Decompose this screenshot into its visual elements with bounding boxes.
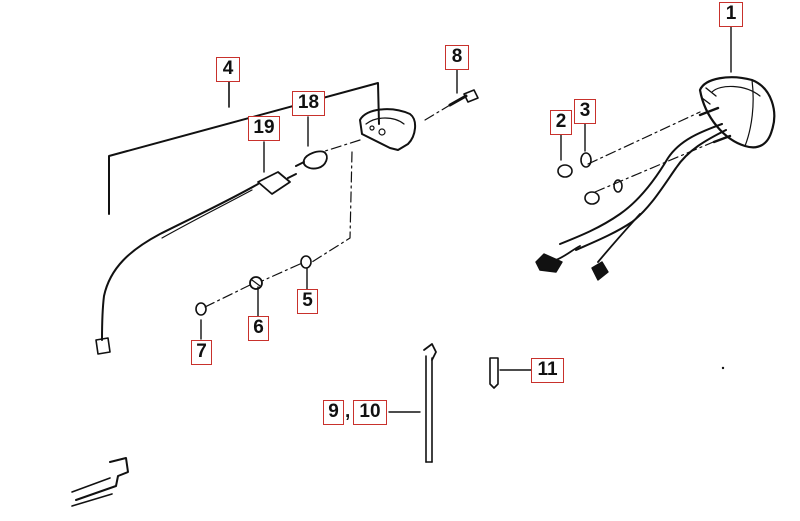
- callout-11: 11: [531, 358, 564, 383]
- callout-9-10-separator: ,: [345, 401, 351, 422]
- nut-part-2: [557, 164, 600, 205]
- callout-2: 2: [550, 110, 572, 135]
- screw-part-8: [448, 89, 479, 107]
- cable-tie-part-9-10: [423, 343, 437, 463]
- lock-washer-part-6: [249, 276, 263, 290]
- callout-9: 9: [323, 400, 344, 425]
- clip-part-11: [489, 357, 499, 389]
- assembly-bracket-4: [108, 79, 380, 215]
- leader-lines: [200, 25, 732, 413]
- nut-part-7: [195, 302, 207, 316]
- socket-lead-part-19: [95, 171, 297, 355]
- bulb-part-18: [295, 150, 328, 170]
- callout-1: 1: [719, 2, 743, 27]
- callout-7: 7: [191, 340, 212, 365]
- license-lamp-housing-part-4: [359, 108, 416, 151]
- callout-5: 5: [297, 289, 318, 314]
- assembly-axes: [204, 104, 719, 308]
- speck: [721, 366, 725, 370]
- callout-3: 3: [574, 99, 596, 124]
- callout-4: 4: [216, 57, 240, 82]
- callout-18: 18: [292, 91, 325, 116]
- callout-6: 6: [248, 316, 269, 341]
- bracket-fragment: [71, 457, 129, 507]
- callout-19: 19: [248, 116, 280, 141]
- washer-part-5: [300, 255, 312, 269]
- washer-part-3: [580, 152, 623, 193]
- callout-8: 8: [445, 45, 469, 70]
- callout-10: 10: [353, 400, 387, 425]
- tail-lamp-assembly: [535, 76, 776, 281]
